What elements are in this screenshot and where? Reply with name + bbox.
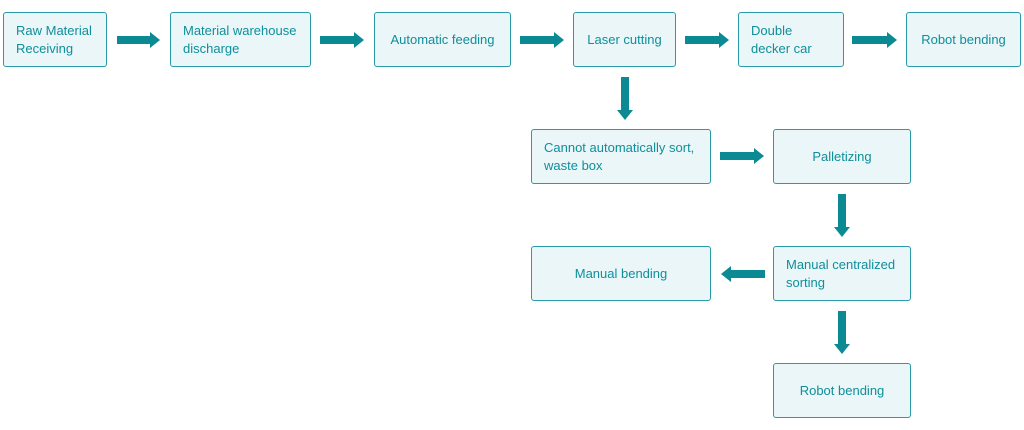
node-raw-material-receiving: Raw Material Receiving <box>3 12 107 67</box>
arrow-right-waste-palletizing <box>720 148 764 164</box>
arrow-down-robot-bending <box>834 311 850 354</box>
arrow-left-manual-bending <box>721 266 765 282</box>
node-manual-bending-label: Manual bending <box>574 265 668 281</box>
arrow-right-2 <box>320 32 364 48</box>
node-manual-bending: Manual bending <box>531 246 711 301</box>
node-raw-material-receiving-label: Raw Material Receiving <box>16 22 92 56</box>
node-laser-cutting: Laser cutting <box>573 12 676 67</box>
node-palletizing-label: Palletizing <box>812 148 872 164</box>
node-manual-centralized-sorting: Manual centralized sorting <box>773 246 911 301</box>
node-manual-centralized-sorting-label: Manual centralized sorting <box>786 256 896 290</box>
arrow-down-palletizing <box>834 194 850 237</box>
arrow-right-5 <box>852 32 897 48</box>
node-robot-bending-top-label: Robot bending <box>921 31 1006 47</box>
node-laser-cutting-label: Laser cutting <box>587 31 662 47</box>
node-palletizing: Palletizing <box>773 129 911 184</box>
node-material-warehouse-discharge: Material warehouse discharge <box>170 12 311 67</box>
node-robot-bending-bottom-label: Robot bending <box>799 382 885 398</box>
node-material-warehouse-discharge-label: Material warehouse discharge <box>183 22 297 56</box>
node-waste-box: Cannot automatically sort, waste box <box>531 129 711 184</box>
arrow-down-laser <box>617 77 633 120</box>
node-robot-bending-top: Robot bending <box>906 12 1021 67</box>
node-double-decker-car: Double decker car <box>738 12 844 67</box>
node-double-decker-car-label: Double decker car <box>751 22 812 56</box>
arrow-right-3 <box>520 32 564 48</box>
node-waste-box-label: Cannot automatically sort, waste box <box>544 139 695 173</box>
node-robot-bending-bottom: Robot bending <box>773 363 911 418</box>
arrow-right-1 <box>117 32 160 48</box>
node-automatic-feeding-label: Automatic feeding <box>390 31 495 47</box>
node-automatic-feeding: Automatic feeding <box>374 12 511 67</box>
arrow-right-4 <box>685 32 729 48</box>
